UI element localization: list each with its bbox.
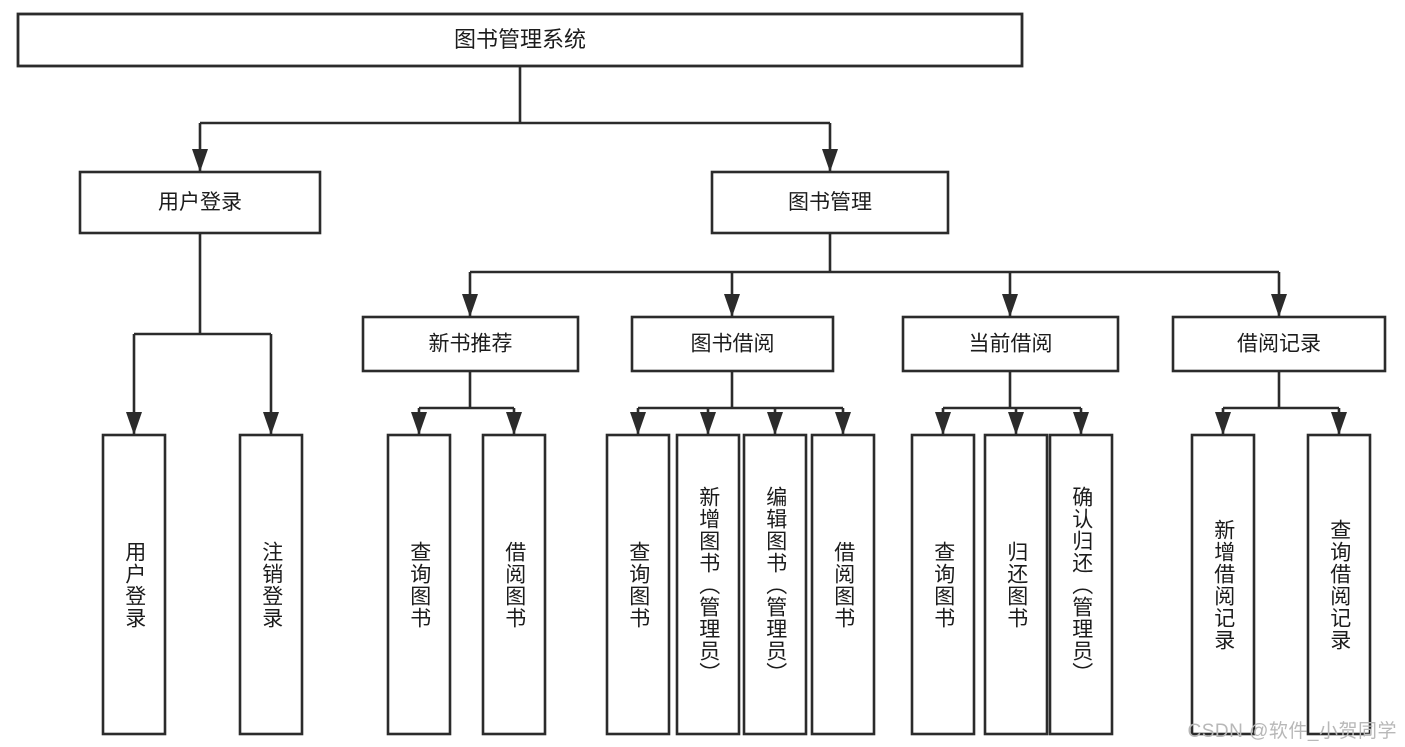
node-leaf-3[interactable] bbox=[481, 433, 547, 736]
node-level2-0[interactable] bbox=[361, 315, 580, 373]
connectors-layer bbox=[126, 66, 1347, 435]
arrow-head-icon bbox=[1215, 412, 1231, 435]
node-level2-3-label: 借阅记录 bbox=[1237, 333, 1321, 356]
node-root-label: 图书管理系统 bbox=[454, 27, 586, 52]
arrow-head-icon bbox=[835, 412, 851, 435]
arrow-head-icon bbox=[822, 149, 838, 172]
arrow-head-icon bbox=[1002, 294, 1018, 317]
node-leaf-11[interactable] bbox=[1190, 433, 1256, 736]
node-level2-1[interactable] bbox=[630, 315, 835, 373]
node-leaf-5[interactable] bbox=[675, 433, 741, 736]
arrow-head-icon bbox=[1271, 294, 1287, 317]
arrow-head-icon bbox=[935, 412, 951, 435]
node-level1-0[interactable] bbox=[78, 170, 322, 235]
arrow-head-icon bbox=[126, 412, 142, 435]
node-level1-1[interactable] bbox=[710, 170, 950, 235]
arrow-head-icon bbox=[767, 412, 783, 435]
arrow-head-icon bbox=[1331, 412, 1347, 435]
arrow-head-icon bbox=[724, 294, 740, 317]
arrow-head-icon bbox=[700, 412, 716, 435]
node-level2-1-label: 图书借阅 bbox=[691, 333, 775, 356]
node-leaf-8[interactable] bbox=[910, 433, 976, 736]
node-leaf-0[interactable] bbox=[101, 433, 167, 736]
node-level2-0-label: 新书推荐 bbox=[429, 333, 513, 356]
node-leaf-10[interactable] bbox=[1048, 433, 1114, 736]
arrow-head-icon bbox=[192, 149, 208, 172]
arrow-head-icon bbox=[1008, 412, 1024, 435]
watermark: CSDN @软件_小贺同学 bbox=[1187, 721, 1397, 742]
node-leaf-7[interactable] bbox=[810, 433, 876, 736]
node-root[interactable] bbox=[16, 12, 1024, 68]
arrow-head-icon bbox=[462, 294, 478, 317]
node-leaf-12[interactable] bbox=[1306, 433, 1372, 736]
arrow-head-icon bbox=[630, 412, 646, 435]
node-leaf-9[interactable] bbox=[983, 433, 1049, 736]
arrow-head-icon bbox=[411, 412, 427, 435]
node-level1-0-label: 用户登录 bbox=[158, 191, 242, 214]
arrow-head-icon bbox=[1073, 412, 1089, 435]
node-leaf-1[interactable] bbox=[238, 433, 304, 736]
node-level2-2[interactable] bbox=[901, 315, 1120, 373]
node-level2-2-label: 当前借阅 bbox=[969, 333, 1053, 356]
arrow-head-icon bbox=[506, 412, 522, 435]
node-leaf-6[interactable] bbox=[742, 433, 808, 736]
node-level1-1-label: 图书管理 bbox=[788, 191, 872, 214]
node-leaf-4[interactable] bbox=[605, 433, 671, 736]
node-leaf-2[interactable] bbox=[386, 433, 452, 736]
arrow-head-icon bbox=[263, 412, 279, 435]
node-level2-3[interactable] bbox=[1171, 315, 1387, 373]
